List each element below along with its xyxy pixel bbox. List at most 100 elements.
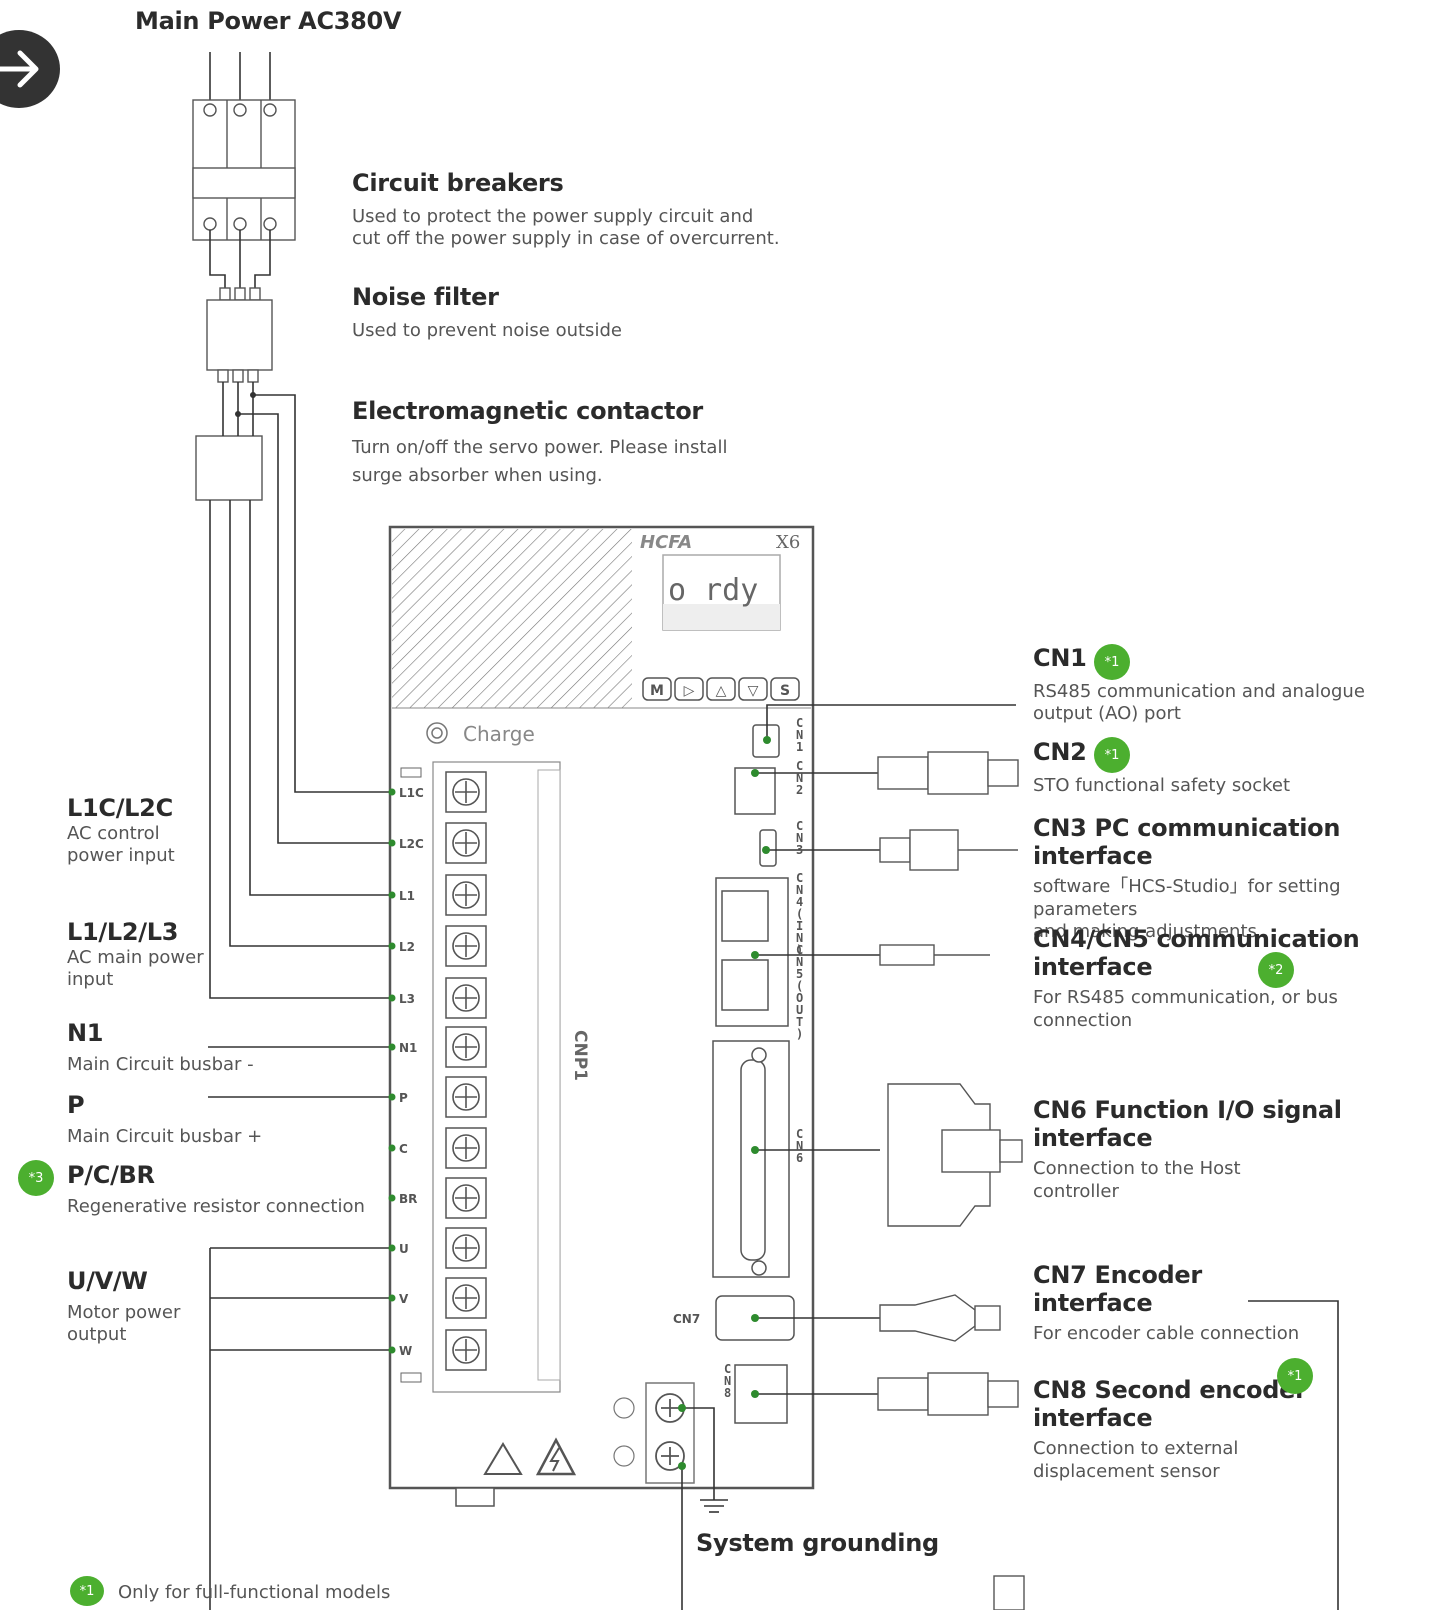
cn1-desc-1: RS485 communication and analogue: [1033, 680, 1365, 702]
terminal-label-l3: L3: [399, 992, 415, 1006]
terminal-dot: [388, 1346, 396, 1354]
keypad-labels: M ▷ △ ▽ S: [650, 683, 790, 699]
keypad-key-label: S: [780, 683, 790, 699]
cn7-title-1: CN7 Encoder: [1033, 1261, 1202, 1289]
breaker-title: Circuit breakers: [352, 169, 564, 197]
cn45-title-1: CN4/CN5 communication: [1033, 925, 1360, 953]
contactor-desc-1: Turn on/off the servo power. Please inst…: [352, 436, 728, 458]
breaker-callout: Circuit breakers Used to protect the pow…: [352, 169, 780, 251]
mains-lines: [209, 52, 271, 102]
keypad-key-label: ▽: [748, 683, 759, 699]
terminal-dot: [388, 994, 396, 1002]
cn2-desc: STO functional safety socket: [1033, 774, 1291, 796]
cn1-badge: *1: [1094, 644, 1130, 680]
terminal-label-br: BR: [399, 1192, 417, 1206]
l123-desc-1: AC main power: [67, 946, 204, 968]
uvw-desc-1: Motor power: [67, 1301, 181, 1323]
cn3-desc-1: software「HCS-Studio」for setting paramete…: [1033, 876, 1341, 920]
pcbr-desc: Regenerative resistor connection: [67, 1195, 365, 1217]
keypad-key-label: M: [650, 683, 664, 699]
filter-wires: [208, 382, 392, 1610]
terminal-dot: [388, 1194, 396, 1202]
cn8-desc-2: displacement sensor: [1033, 1460, 1220, 1482]
cn7-title-2: interface: [1033, 1288, 1153, 1317]
terminal-dot: [388, 942, 396, 950]
cn7-port-label: CN7: [673, 1312, 700, 1326]
cable-plugs: [877, 751, 1025, 1610]
terminal-label-l2c: L2C: [399, 837, 424, 851]
terminal-dot: [388, 839, 396, 847]
screw-cross: [455, 935, 477, 957]
filter-desc: Used to prevent noise outside: [352, 319, 622, 341]
terminal-label-p: P: [399, 1091, 408, 1105]
l1c-desc-2: power input: [67, 845, 175, 867]
cn8-desc-1: Connection to external: [1033, 1438, 1239, 1460]
uvw-desc-2: output: [67, 1324, 127, 1346]
screw-cross: [455, 832, 477, 854]
terminal-dot: [388, 1043, 396, 1051]
cn6-callout: CN6 Function I/O signal interface Connec…: [1033, 1096, 1342, 1203]
lcd-readout: o rdy: [668, 573, 758, 608]
cnp1-label: CNP1: [570, 1030, 590, 1081]
uvw-title: U/V/W: [67, 1267, 148, 1295]
arrow-right-icon: [0, 50, 39, 88]
cn3-title: CN3 PC communication interface: [1033, 814, 1341, 870]
port-cluster: [712, 724, 795, 1424]
cn3-desc-2: and making adjustments: [1033, 921, 1257, 943]
contactor-title: Electromagnetic contactor: [352, 397, 703, 425]
l1c-title: L1C/L2C: [67, 794, 173, 822]
p-title: P: [67, 1091, 85, 1119]
contactor-desc-2: surge absorber when using.: [352, 465, 603, 487]
right-dots: [678, 736, 771, 1470]
screw-cross: [455, 1187, 477, 1209]
terminal-label-l2: L2: [399, 940, 415, 954]
screw-cross: [455, 1237, 477, 1259]
terminal-label-n1: N1: [399, 1041, 417, 1055]
uvw-callout: U/V/W Motor power output: [67, 1267, 181, 1347]
n1-desc: Main Circuit busbar -: [67, 1053, 254, 1075]
terminal-dot: [388, 1093, 396, 1101]
cn6-desc-1: Connection to the Host: [1033, 1158, 1241, 1180]
cn8-title-2: interface: [1033, 1403, 1153, 1432]
cn45-desc-1: For RS485 communication, or bus: [1033, 987, 1338, 1009]
terminal-dot: [388, 1294, 396, 1302]
breaker-desc-1: Used to protect the power supply circuit…: [352, 205, 754, 227]
l123-title: L1/L2/L3: [67, 918, 179, 946]
terminal-label-l1c: L1C: [399, 786, 424, 800]
terminal-dots: [388, 788, 396, 1354]
charge-label: Charge: [463, 722, 535, 746]
model-label: X6: [776, 532, 800, 553]
terminal-label-u: U: [399, 1242, 409, 1256]
terminal-label-w: W: [399, 1344, 412, 1358]
terminal-label-l1: L1: [399, 889, 415, 903]
cn45-title-2: interface: [1033, 952, 1153, 981]
breaker-to-filter-lines: [209, 230, 271, 288]
l1c-l2c-callout: L1C/L2C AC control power input: [67, 794, 175, 868]
keypad-key-label: ▷: [684, 683, 695, 699]
cn1-callout: CN1 RS485 communication and analogue out…: [1033, 644, 1365, 726]
p-callout: P Main Circuit busbar +: [67, 1091, 263, 1148]
p-desc: Main Circuit busbar +: [67, 1125, 263, 1147]
footnote-text: Only for full-functional models: [118, 1582, 391, 1603]
keypad-key-label: △: [716, 683, 727, 699]
terminal-dot: [388, 891, 396, 899]
screw-cross: [455, 781, 477, 803]
screw-cross: [455, 1287, 477, 1309]
terminal-dot: [388, 1244, 396, 1252]
page-title: Main Power AC380V: [135, 7, 402, 35]
cn6-title-1: CN6 Function I/O signal: [1033, 1096, 1342, 1124]
terminal-dot: [388, 1144, 396, 1152]
terminal-screws: [445, 771, 487, 1371]
cn2-title: CN2: [1033, 738, 1087, 766]
screw-cross: [455, 1036, 477, 1058]
cn8-badge: *1: [1277, 1358, 1313, 1394]
l123-desc-2: input: [67, 969, 114, 991]
n1-title: N1: [67, 1019, 104, 1047]
